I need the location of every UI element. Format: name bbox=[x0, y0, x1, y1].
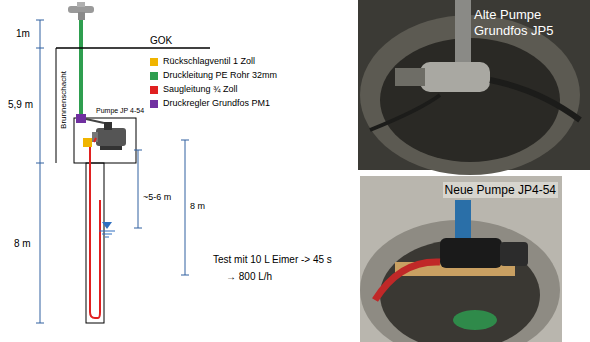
pump-label: Pumpe JP 4-54 bbox=[96, 107, 144, 115]
ground-label: GOK bbox=[150, 35, 172, 47]
photo-panel: Alte Pumpe Grundfos JP5 bbox=[358, 0, 590, 170]
legend-swatch bbox=[150, 100, 158, 108]
pump-symbol bbox=[92, 122, 126, 150]
dimension-label: 8 m bbox=[190, 201, 205, 211]
legend-swatch bbox=[150, 72, 158, 80]
suction-line bbox=[94, 138, 96, 142]
check-valve bbox=[83, 138, 92, 147]
photo-panel: Neue Pumpe JP4-54 bbox=[360, 176, 562, 342]
legend-swatch bbox=[150, 86, 158, 94]
shaft-wall bbox=[56, 48, 57, 163]
shaft-label: Brunnenschacht bbox=[59, 71, 68, 129]
water-level bbox=[99, 222, 115, 237]
photo-caption: Neue Pumpe JP4-54 bbox=[443, 182, 558, 198]
dimension-label: 8 m bbox=[14, 238, 31, 250]
well-pipe bbox=[86, 163, 104, 323]
ground-line bbox=[56, 47, 210, 49]
photo-caption: Alte Pumpe Grundfos JP5 bbox=[472, 6, 586, 39]
legend-text: Druckleitung PE Rohr 32mm bbox=[163, 70, 277, 80]
result-note: → 800 L/h bbox=[226, 271, 272, 283]
dimension-label: ~5-6 m bbox=[143, 192, 171, 202]
dimension-line bbox=[134, 140, 189, 275]
test-note: Test mit 10 L Eimer -> 45 s bbox=[213, 254, 332, 266]
pipe bbox=[86, 119, 104, 123]
legend-text: Rückschlagventil 1 Zoll bbox=[163, 56, 255, 66]
pressure-pipe bbox=[79, 20, 83, 116]
photo-old-pump bbox=[358, 0, 590, 175]
legend-swatch bbox=[150, 58, 158, 66]
pressure-regulator bbox=[76, 114, 86, 123]
shaft-box bbox=[74, 118, 136, 163]
photo-new-pump bbox=[360, 176, 562, 342]
legend-text: Druckregler Grundfos PM1 bbox=[163, 98, 270, 108]
suction-line bbox=[90, 146, 100, 318]
dimension-label: 5,9 m bbox=[8, 99, 33, 111]
dimension-label: 1m bbox=[16, 28, 30, 40]
dimension-line bbox=[36, 20, 44, 323]
legend-text: Saugleitung ¾ Zoll bbox=[163, 84, 238, 94]
faucet bbox=[68, 2, 94, 20]
